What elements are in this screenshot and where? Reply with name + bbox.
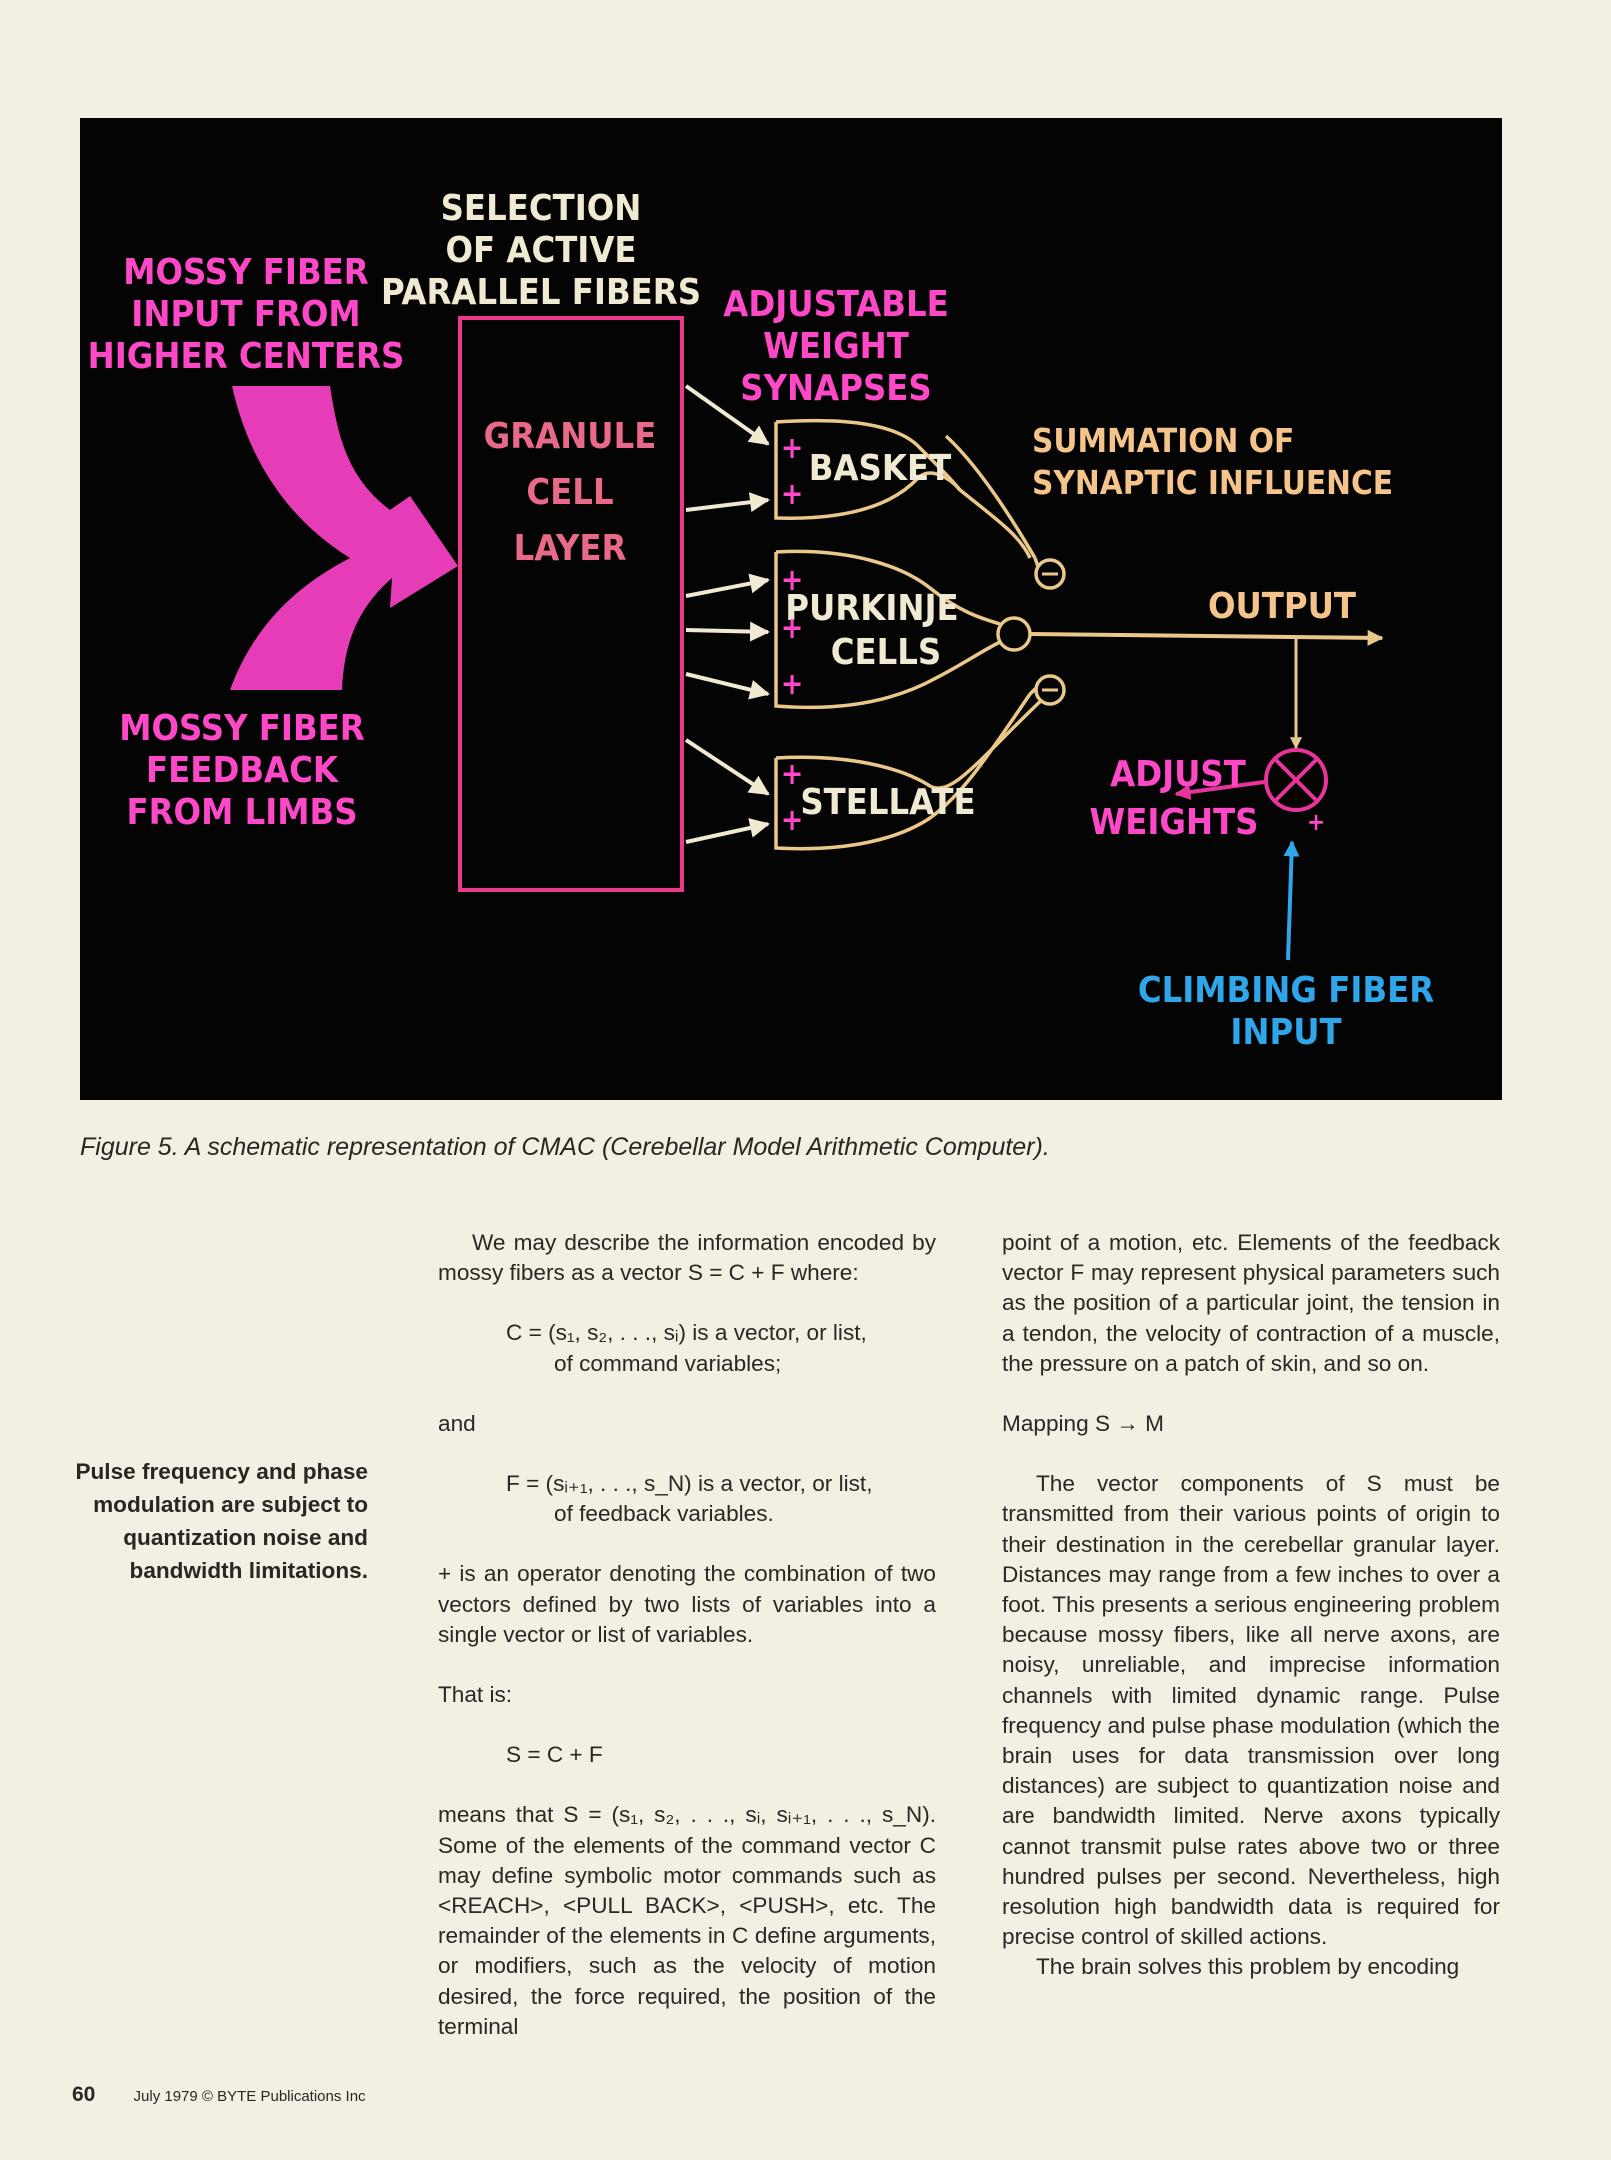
adjust-label-1: ADJUST [1110, 754, 1246, 795]
plus-stellate-1: + [781, 757, 804, 792]
parallel-fiber-arrows [684, 384, 770, 844]
pull-quote: Pulse frequency and phase modulation are… [75, 1459, 368, 1583]
mossy-input-label-3: HIGHER CENTERS [88, 336, 405, 377]
footer-credit: July 1979 © BYTE Publications Inc [133, 2088, 366, 2105]
granule-label-1: GRANULE [484, 416, 657, 457]
mossy-feedback-label-3: FROM LIMBS [126, 792, 357, 833]
climbing-label-2: INPUT [1230, 1012, 1341, 1053]
paragraph: point of a motion, etc. Elements of the … [1002, 1230, 1500, 1376]
climbing-fiber [1283, 840, 1300, 961]
plus-basket-2: + [781, 477, 804, 512]
paragraph: The brain solves this problem by encodin… [1036, 1954, 1460, 1980]
figure-caption: Figure 5. A schematic representation of … [80, 1133, 1050, 1161]
plus-comparator: + [1307, 808, 1325, 836]
paragraph: + is an operator denoting the combinatio… [438, 1561, 936, 1647]
and-text: and [438, 1410, 476, 1436]
text-column-2: point of a motion, etc. Elements of the … [1002, 1228, 1500, 1983]
mossy-input-label-1: MOSSY FIBER [123, 252, 369, 293]
adjustable-label-1: ADJUSTABLE [723, 284, 948, 325]
purkinje-label-1: PURKINJE [785, 588, 958, 629]
output-label: OUTPUT [1208, 586, 1356, 627]
paragraph: We may describe the information encoded … [438, 1230, 936, 1286]
formula-c-line-1: C = (s₁, s₂, . . ., sᵢ) is a vector, or … [506, 1320, 867, 1346]
formula-s: S = C + F [506, 1742, 603, 1768]
stellate-label: STELLATE [800, 782, 975, 823]
summation-label-1: SUMMATION OF [1032, 421, 1294, 460]
plus-purkinje-1: + [781, 563, 804, 598]
mossy-fiber-arrow [230, 386, 458, 690]
plus-basket-1: + [781, 431, 804, 466]
selection-label-3: PARALLEL FIBERS [381, 272, 701, 313]
comparator [1264, 748, 1328, 812]
that-is-text: That is: [438, 1682, 513, 1708]
granule-label-3: LAYER [514, 528, 627, 569]
granule-cell-box [458, 316, 684, 892]
section-heading: Mapping S → M [1002, 1411, 1164, 1437]
cell-outlines [774, 418, 1050, 851]
mossy-feedback-label-2: FEEDBACK [146, 750, 340, 791]
cmac-figure: SELECTION OF ACTIVE PARALLEL FIBERS MOSS… [80, 118, 1502, 1100]
mossy-feedback-label-1: MOSSY FIBER [119, 708, 365, 749]
purkinje-label-2: CELLS [831, 632, 942, 673]
selection-label-2: OF ACTIVE [445, 230, 636, 271]
page-number: 60 [72, 2083, 96, 2106]
plus-purkinje-2: + [781, 611, 804, 646]
paragraph: The vector components of S must be trans… [1002, 1471, 1500, 1950]
text-column-1: We may describe the information encoded … [438, 1228, 936, 2042]
summation-label-2: SYNAPTIC INFLUENCE [1032, 463, 1393, 502]
adjust-label-2: WEIGHTS [1089, 802, 1258, 843]
basket-label: BASKET [809, 448, 951, 489]
page-footer: 60 July 1979 © BYTE Publications Inc [72, 2083, 366, 2107]
climbing-label-1: CLIMBING FIBER [1138, 970, 1434, 1011]
cmac-schematic: SELECTION OF ACTIVE PARALLEL FIBERS MOSS… [88, 188, 1435, 1053]
plus-stellate-2: + [781, 803, 804, 838]
output-axon [1029, 629, 1384, 646]
mossy-input-label-2: INPUT FROM [131, 294, 360, 335]
adjustable-label-2: WEIGHT [763, 326, 909, 367]
formula-c-line-2: of command variables; [554, 1350, 782, 1376]
paragraph: means that S = (s₁, s₂, . . ., sᵢ, sᵢ₊₁,… [438, 1802, 936, 2039]
plus-purkinje-3: + [781, 667, 804, 702]
granule-label-2: CELL [526, 472, 613, 513]
formula-f-line-1: F = (sᵢ₊₁, . . ., s_N) is a vector, or l… [506, 1471, 873, 1497]
selection-label-1: SELECTION [441, 188, 642, 229]
formula-f-line-2: of feedback variables. [554, 1501, 774, 1527]
inhibitory-synapses [996, 558, 1066, 706]
adjustable-label-3: SYNAPSES [740, 368, 931, 409]
